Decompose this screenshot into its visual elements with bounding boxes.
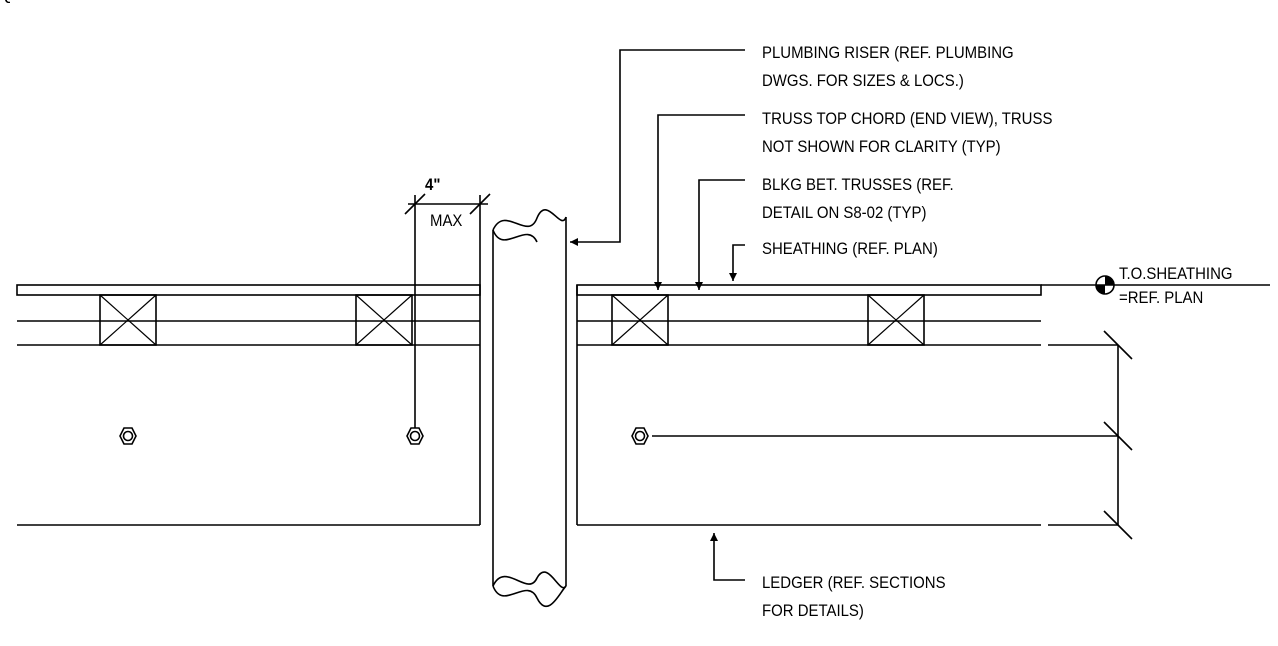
callout-truss-top-chord: TRUSS TOP CHORD (END VIEW), TRUSS NOT SH… [762, 110, 1052, 156]
leader-plumbing-riser [570, 49, 745, 246]
right-framing [576, 284, 1118, 526]
truss-chord-2 [355, 294, 413, 346]
plumbing-riser-line-1: PLUMBING RISER (REF. PLUMBING [762, 44, 1014, 62]
plumbing-riser [492, 209, 567, 608]
elevation-marker: T.O.SHEATHING =REF. PLAN [1041, 265, 1270, 307]
leader-truss-top-chord [654, 114, 745, 290]
truss-chord-1 [99, 294, 157, 346]
leader-ledger [710, 533, 745, 581]
ledger-line-2: FOR DETAILS) [762, 602, 864, 620]
eq-upper-label: EQ [0, 0, 12, 4]
plumbing-riser-line-2: DWGS. FOR SIZES & LOCS.) [762, 72, 964, 90]
leader-blocking [695, 179, 745, 290]
callout-ledger: LEDGER (REF. SECTIONS FOR DETAILS) [762, 574, 946, 620]
truss-top-chord-line-2: NOT SHOWN FOR CLARITY (TYP) [762, 138, 1001, 156]
bolt-3 [631, 427, 649, 445]
callout-plumbing-riser: PLUMBING RISER (REF. PLUMBING DWGS. FOR … [762, 44, 1014, 90]
sheathing-line-1: SHEATHING (REF. PLAN) [762, 240, 938, 258]
callout-sheathing: SHEATHING (REF. PLAN) [762, 240, 938, 258]
eq-dimension: EQ EQ [0, 0, 1133, 540]
clearance-dimension: 4" MAX [404, 176, 491, 428]
truss-chord-4 [867, 294, 925, 346]
eq-lower-label: EQ [0, 0, 12, 4]
sheathing-right [576, 284, 1042, 296]
blocking-line-2: DETAIL ON S8-02 (TYP) [762, 204, 926, 222]
leader-sheathing [729, 244, 745, 281]
left-framing [16, 284, 481, 526]
bolt-2 [406, 427, 424, 445]
bolt-1 [119, 427, 137, 445]
blocking-line-1: BLKG BET. TRUSSES (REF. [762, 176, 954, 194]
callout-blocking: BLKG BET. TRUSSES (REF. DETAIL ON S8-02 … [762, 176, 954, 222]
elevation-ref: =REF. PLAN [1119, 289, 1203, 307]
ledger-line-1: LEDGER (REF. SECTIONS [762, 574, 946, 592]
clearance-value: 4" [425, 176, 440, 194]
truss-top-chord-line-1: TRUSS TOP CHORD (END VIEW), TRUSS [762, 110, 1052, 128]
clearance-note: MAX [430, 212, 463, 230]
truss-chord-3 [611, 294, 669, 346]
elevation-label: T.O.SHEATHING [1119, 265, 1233, 283]
sheathing-left [16, 284, 481, 296]
